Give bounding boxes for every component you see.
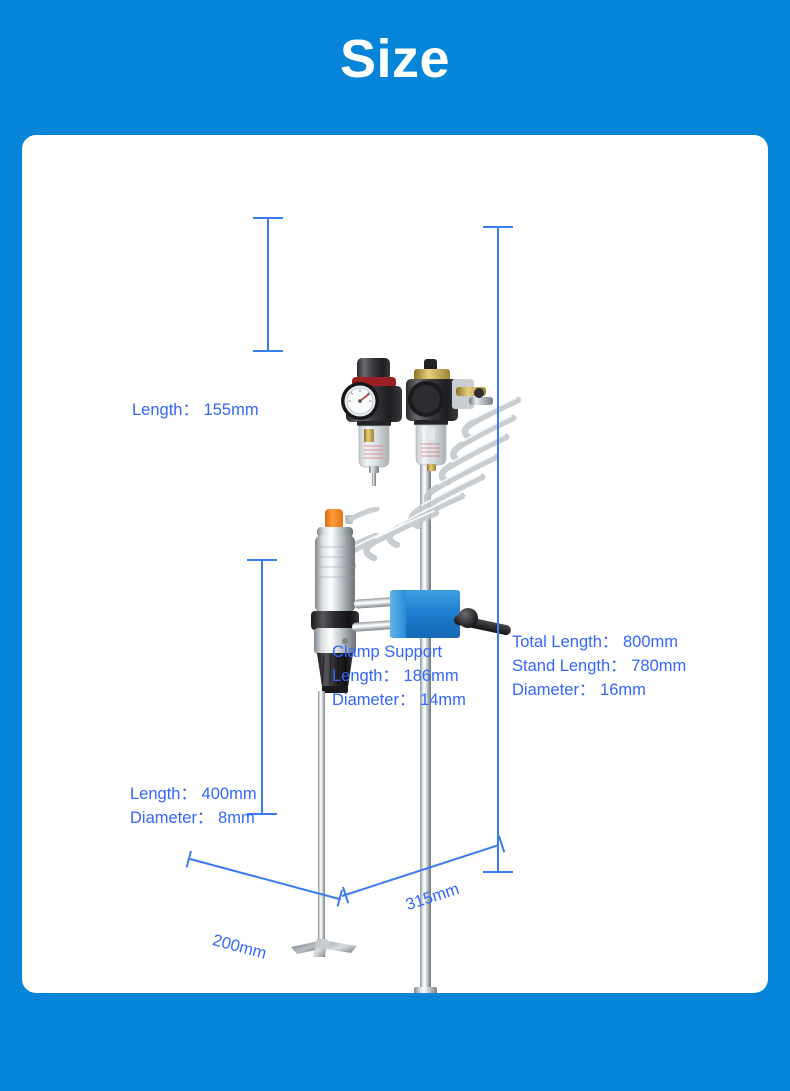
- annotation-stand: Total Length： 800mm Stand Length： 780mm …: [512, 630, 686, 702]
- page-title: Size: [339, 29, 451, 89]
- annotation-clamp-support: Clamp Support Length： 186mm Diameter： 14…: [332, 640, 466, 712]
- size-diagram-card: Length： 155mm Total Length： 800mm Stand …: [22, 135, 768, 993]
- product-illustration: [22, 135, 768, 993]
- annotation-top-assembly: Length： 155mm: [132, 398, 259, 422]
- regulator-body-icon: [341, 358, 402, 422]
- filter-bowl-icon: [357, 421, 391, 486]
- clamp-block-face-icon: [390, 590, 406, 638]
- annotation-clamp-support-length: Length： 186mm: [332, 667, 459, 685]
- annotation-stand-total-length: Total Length： 800mm: [512, 633, 679, 651]
- frl-unit: [338, 353, 518, 488]
- clamp-knob-icon: [458, 608, 478, 628]
- lubricator-body-icon: [406, 359, 493, 421]
- base-plate-icon: [202, 980, 522, 993]
- dimension-line-shaft: [247, 559, 277, 815]
- throttle-lever-icon: [325, 509, 343, 529]
- annotation-stirrer-shaft-length: Length： 400mm: [130, 785, 257, 803]
- stirrer-shaft-icon: [318, 691, 325, 944]
- dimension-line-total-length: [483, 226, 513, 873]
- lubricator-bowl-icon: [414, 420, 448, 471]
- annotation-stirrer-shaft: Length： 400mm Diameter： 8mm: [130, 782, 257, 830]
- stand-post-icon: [420, 376, 431, 993]
- stand-post-collar-icon: [414, 987, 437, 993]
- diagram-stage: Length： 155mm Total Length： 800mm Stand …: [22, 135, 768, 993]
- impeller-blade-icon: [287, 935, 361, 965]
- annotation-stirrer-shaft-diameter: Diameter： 8mm: [130, 809, 255, 827]
- annotation-clamp-support-title: Clamp Support: [332, 643, 443, 661]
- annotation-clamp-support-diameter: Diameter： 14mm: [332, 691, 466, 709]
- annotation-stand-diameter: Diameter： 16mm: [512, 681, 646, 699]
- annotation-stand-length: Stand Length： 780mm: [512, 657, 687, 675]
- drill-chuck-icon: [317, 653, 353, 687]
- dimension-line-top-assembly: [253, 217, 283, 352]
- annotation-top-assembly-line-1: Length： 155mm: [132, 401, 259, 419]
- air-motor-icon: [305, 506, 415, 697]
- coiled-hose-icon: [322, 380, 522, 574]
